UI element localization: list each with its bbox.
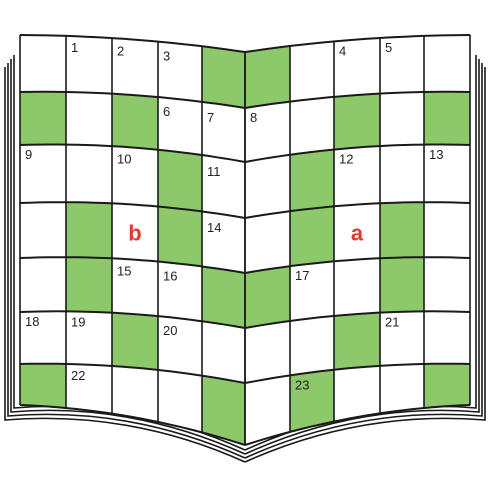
- blank-cell: [245, 321, 290, 383]
- blank-cell: [112, 366, 158, 422]
- blank-cell: [20, 257, 66, 312]
- clue-number: 1: [71, 40, 78, 55]
- shaded-cell: [380, 202, 424, 258]
- clue-number: 12: [339, 152, 353, 167]
- clue-number: 18: [25, 314, 39, 329]
- blank-cell: [334, 258, 380, 316]
- clue-number: 3: [163, 48, 170, 63]
- shaded-cell: [334, 94, 380, 150]
- shaded-cell: [158, 150, 202, 212]
- clue-number: 17: [295, 268, 309, 283]
- blank-cell: [202, 321, 245, 383]
- shaded-cell: [66, 202, 112, 258]
- clue-number: 8: [250, 110, 257, 125]
- clue-number: 20: [163, 323, 177, 338]
- shaded-cell: [66, 257, 112, 313]
- clue-number: 22: [71, 368, 85, 383]
- clue-number: 19: [71, 315, 85, 330]
- blank-cell: [424, 35, 470, 92]
- shaded-cell: [112, 313, 158, 370]
- blank-cell: [290, 316, 334, 376]
- blank-cell: [380, 92, 424, 146]
- shaded-cell: [202, 266, 245, 328]
- shaded-cell: [424, 92, 470, 145]
- shaded-cell: [20, 364, 66, 408]
- blank-cell: [20, 35, 66, 92]
- cell-marker-a: a: [351, 220, 364, 245]
- clue-number: 14: [207, 220, 221, 235]
- blank-cell: [245, 211, 290, 273]
- blank-cell: [380, 364, 424, 413]
- blank-cell: [290, 42, 334, 102]
- clue-number: 2: [117, 44, 124, 59]
- shaded-cell: [290, 150, 334, 212]
- blank-cell: [245, 155, 290, 218]
- clue-number: 4: [339, 44, 346, 59]
- blank-cell: [66, 92, 112, 146]
- blank-cell: [424, 257, 470, 312]
- blank-cell: [380, 145, 424, 204]
- clue-number: 21: [385, 315, 399, 330]
- blank-cell: [66, 145, 112, 204]
- clue-number: 10: [117, 152, 131, 167]
- clue-number: 11: [207, 164, 221, 179]
- blank-cell: [20, 202, 66, 258]
- shaded-cell: [334, 313, 380, 370]
- shaded-cell: [158, 207, 202, 267]
- shaded-cell: [202, 46, 245, 108]
- shaded-cell: [245, 266, 290, 328]
- clue-number: 6: [163, 104, 170, 119]
- shaded-cell: [20, 92, 66, 145]
- clue-number: 15: [117, 264, 131, 279]
- blank-cell: [334, 366, 380, 422]
- shaded-cell: [380, 257, 424, 312]
- blank-cell: [290, 97, 334, 155]
- blank-cell: [424, 202, 470, 258]
- clue-number: 7: [207, 110, 214, 125]
- shaded-cell: [290, 206, 334, 266]
- clue-number: 16: [163, 268, 177, 283]
- cell-marker-b: b: [128, 220, 141, 245]
- shaded-cell: [112, 94, 158, 150]
- clue-number: 5: [385, 40, 392, 55]
- clue-number: 9: [25, 147, 32, 162]
- clue-number: 13: [429, 147, 443, 162]
- shaded-cell: [424, 364, 470, 408]
- blank-cell: [424, 311, 470, 364]
- clue-number: 23: [295, 377, 309, 392]
- shaded-cell: [245, 46, 290, 108]
